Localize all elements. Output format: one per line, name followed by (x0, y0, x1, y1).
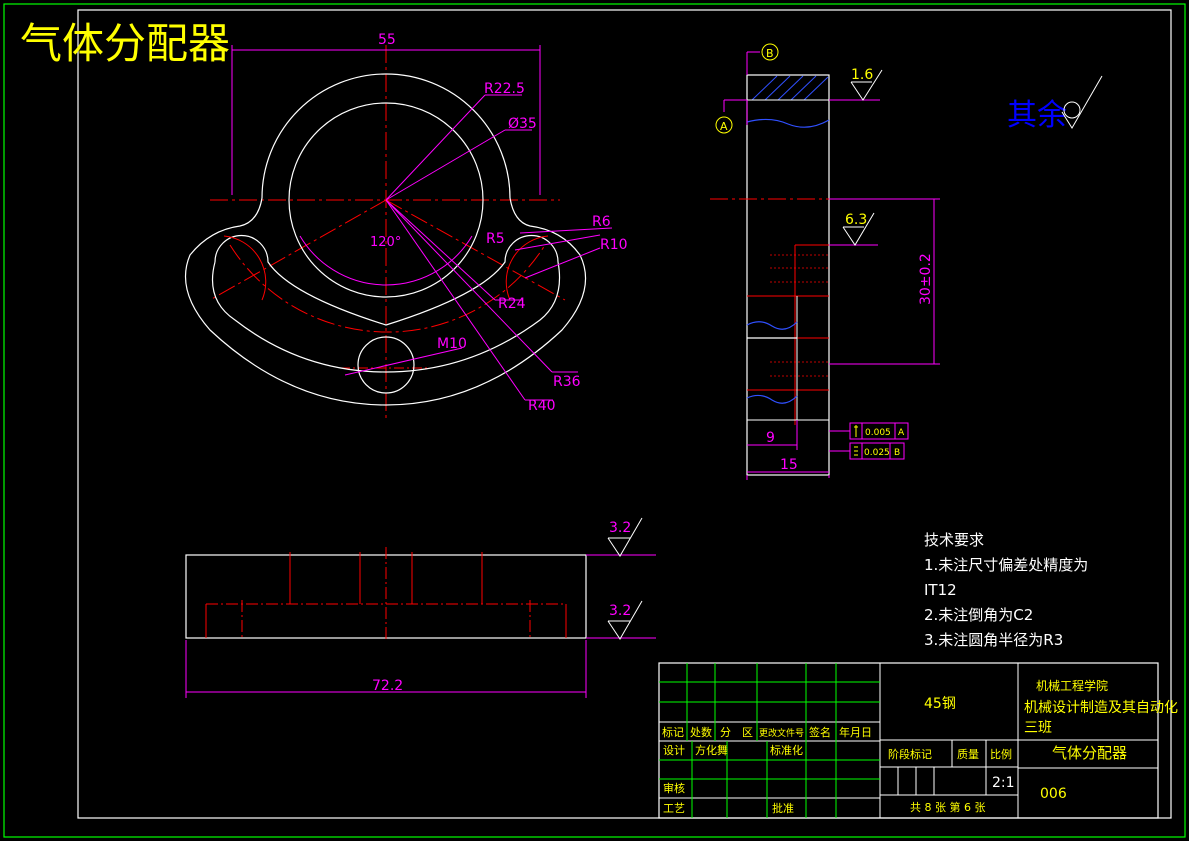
header-nianyueri: 年月日 (839, 725, 872, 739)
tech-heading: 技术要求 (924, 531, 984, 549)
part-name: 气体分配器 (1052, 744, 1127, 762)
tolerance-1-datum: A (898, 428, 905, 438)
dim-r40: R40 (528, 398, 556, 414)
surface-rest-label: 其余 (1007, 98, 1067, 133)
dim-r5: R5 (486, 231, 505, 247)
tech-line-3: 2.未注倒角为C2 (924, 606, 1033, 624)
tech-line-1: 1.未注尺寸偏差处精度为 (924, 556, 1088, 574)
dim-9: 9 (766, 430, 775, 446)
dim-15: 15 (780, 457, 798, 473)
outer-border (3, 3, 1186, 838)
front-view (185, 517, 656, 698)
major: 机械设计制造及其自动化 (1024, 700, 1178, 716)
surface-rest-symbol (1061, 75, 1103, 129)
school: 机械工程学院 (1036, 678, 1108, 693)
header-fenqu: 分 区 (720, 726, 753, 739)
technical-requirements: 技术要求 1.未注尺寸偏差处精度为 IT12 2.未注倒角为C2 3.未注圆角半… (924, 531, 1088, 649)
header-biaoji: 标记 (662, 725, 684, 739)
roughness-6-3: 6.3 (845, 212, 867, 228)
tolerance-2-datum: B (894, 448, 900, 458)
dim-r6: R6 (592, 214, 611, 230)
top-view (184, 45, 613, 420)
dim-55: 55 (378, 32, 396, 48)
sheet-count: 共 8 张 第 6 张 (910, 800, 985, 814)
label-jieduan: 阶段标记 (888, 747, 932, 761)
label-biaozhunhua: 标准化 (770, 743, 803, 757)
designer-name: 方化舞 (695, 743, 728, 757)
dim-angle-120: 120° (370, 235, 401, 250)
title-block (658, 662, 1159, 819)
scale: 2:1 (992, 775, 1015, 791)
tech-line-2: IT12 (924, 581, 957, 599)
material: 45钢 (924, 696, 956, 712)
tech-line-4: 3.未注圆角半径为R3 (924, 631, 1063, 649)
class: 三班 (1024, 720, 1052, 736)
dim-m10: M10 (437, 336, 467, 352)
roughness-1-6: 1.6 (851, 67, 873, 83)
dim-r36: R36 (553, 374, 581, 390)
datum-a-label: A (720, 120, 728, 133)
header-chushu: 处数 (690, 726, 712, 739)
roughness-3-2-bottom: 3.2 (609, 603, 631, 619)
dim-r24: R24 (498, 296, 526, 312)
label-pizhun: 批准 (772, 801, 794, 815)
label-zhiliang: 质量 (957, 748, 979, 761)
dim-r10: R10 (600, 237, 628, 253)
header-qianming: 签名 (809, 725, 831, 739)
label-sheji: 设计 (663, 744, 685, 757)
dim-30: 30±0.2 (918, 253, 934, 305)
label-bili: 比例 (990, 747, 1012, 761)
side-section-view (710, 43, 940, 480)
label-shenhe: 审核 (663, 781, 685, 795)
tolerance-2-value: 0.025 (864, 448, 890, 458)
drawing-title: 气体分配器 (20, 19, 230, 68)
label-gongyi: 工艺 (663, 802, 685, 815)
dim-d35: Ø35 (508, 116, 537, 132)
dim-r22-5: R22.5 (484, 81, 525, 97)
roughness-3-2-top: 3.2 (609, 520, 631, 536)
datum-b-label: B (766, 47, 774, 60)
header-gengai: 更改文件号 (759, 727, 804, 739)
inner-border (77, 9, 1172, 819)
drawing-number: 006 (1040, 786, 1067, 802)
dim-72-2: 72.2 (372, 678, 403, 694)
tolerance-1-value: 0.005 (865, 428, 891, 438)
